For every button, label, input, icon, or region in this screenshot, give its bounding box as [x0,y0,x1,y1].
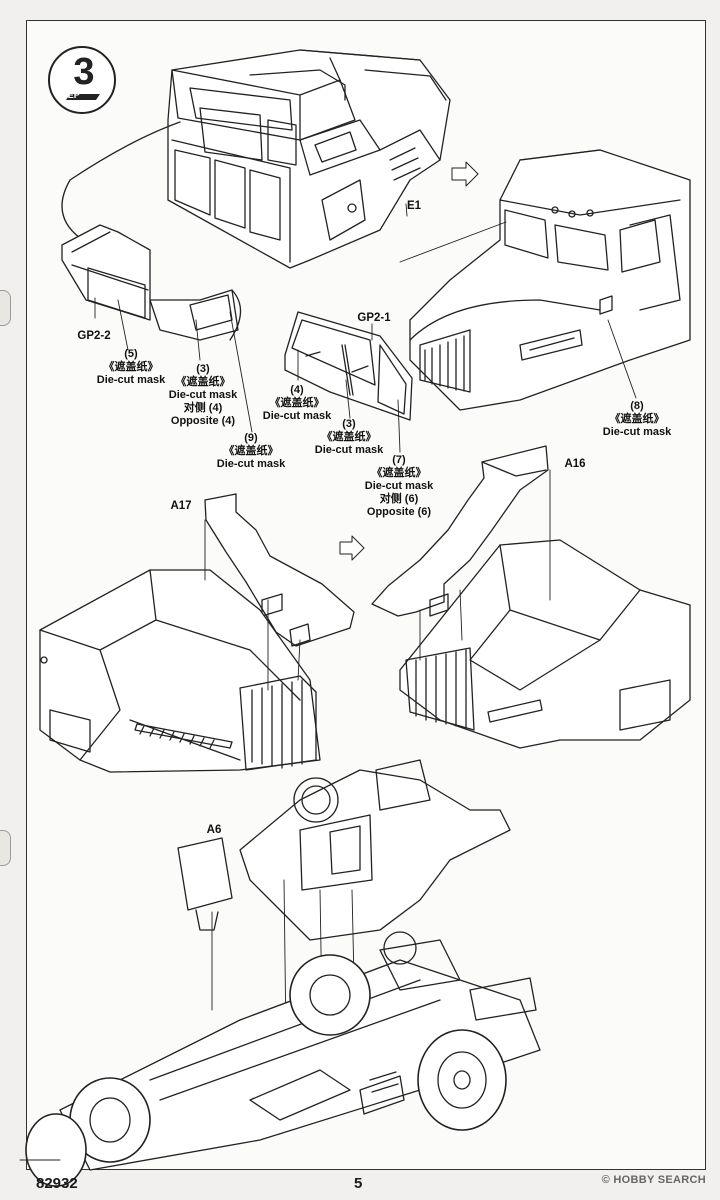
step-badge: 3 STEP [48,46,116,114]
mask-callout-3b: (3) 《遮盖纸》 Die-cut mask [304,418,394,457]
window-glass-gp2-2 [61,224,242,341]
mask-3a-cn: 《遮盖纸》 [175,376,231,388]
mask-7-cn: 《遮盖纸》 [371,467,427,479]
mask-7-opp-cn: 对侧 (6) [379,493,419,505]
mask-7-number: (7) [392,454,406,466]
mask-4-en: Die-cut mask [262,410,332,422]
step-number: 3 [73,51,94,93]
callout-leaders-top [94,203,637,453]
step-word: STEP [56,90,80,100]
cab-interior-right [371,445,691,749]
mask-7-opp-en: Opposite (6) [366,506,432,518]
mask-3a-opp-cn: 对侧 (4) [183,402,223,414]
mask-callout-4: (4) 《遮盖纸》 Die-cut mask [252,384,342,423]
mask-3b-number: (3) [342,418,356,430]
wheel-front [417,1029,507,1131]
cab-assembled [399,149,691,411]
wheel-rear [289,954,371,1036]
mask-callout-8: (8) 《遮盖纸》 Die-cut mask [592,400,682,439]
kit-number: 82932 [36,1175,78,1192]
mask-callout-7: (7) 《遮盖纸》 Die-cut mask 对侧 (6) Opposite (… [354,454,444,519]
mask-9-cn: 《遮盖纸》 [223,445,279,457]
mask-3a-opp-en: Opposite (4) [170,415,236,427]
mask-callout-9: (9) 《遮盖纸》 Die-cut mask [206,432,296,471]
mask-3a-number: (3) [196,363,210,375]
cab-interior-left [39,493,355,773]
mask-5-number: (5) [124,348,138,360]
part-label-gp2-1: GP2-1 [357,312,391,324]
windshield-gp2-1 [284,311,413,421]
mask-3b-en: Die-cut mask [314,444,384,456]
mask-5-cn: 《遮盖纸》 [103,361,159,373]
mask-4-number: (4) [290,384,304,396]
binding-tab [0,830,11,866]
binding-tab [0,290,11,326]
mask-9-en: Die-cut mask [216,458,286,470]
mask-callout-3a: (3) 《遮盖纸》 Die-cut mask 对侧 (4) Opposite (… [158,363,248,428]
mask-8-en: Die-cut mask [602,426,672,438]
mask-8-number: (8) [630,400,644,412]
mask-9-number: (9) [244,432,258,444]
part-label-a17: A17 [170,500,192,512]
part-label-a6: A6 [206,824,222,836]
part-label-a16: A16 [564,458,586,470]
cab-shell-e1 [61,49,451,269]
mask-4-cn: 《遮盖纸》 [269,397,325,409]
mask-callout-5: (5) 《遮盖纸》 Die-cut mask [86,348,176,387]
page-number: 5 [354,1175,363,1192]
part-label-gp2-2: GP2-2 [77,330,111,342]
chassis-assembly [19,759,541,1187]
mask-8-cn: 《遮盖纸》 [609,413,665,425]
mask-5-en: Die-cut mask [96,374,166,386]
mask-3a-en: Die-cut mask [168,389,238,401]
part-label-e1: E1 [406,200,422,212]
mask-3b-cn: 《遮盖纸》 [321,431,377,443]
arrow-right-icon [451,161,479,187]
arrow-right-icon [339,535,365,561]
mask-7-en: Die-cut mask [364,480,434,492]
watermark: © HOBBY SEARCH [601,1174,706,1186]
part-a6 [177,837,233,911]
